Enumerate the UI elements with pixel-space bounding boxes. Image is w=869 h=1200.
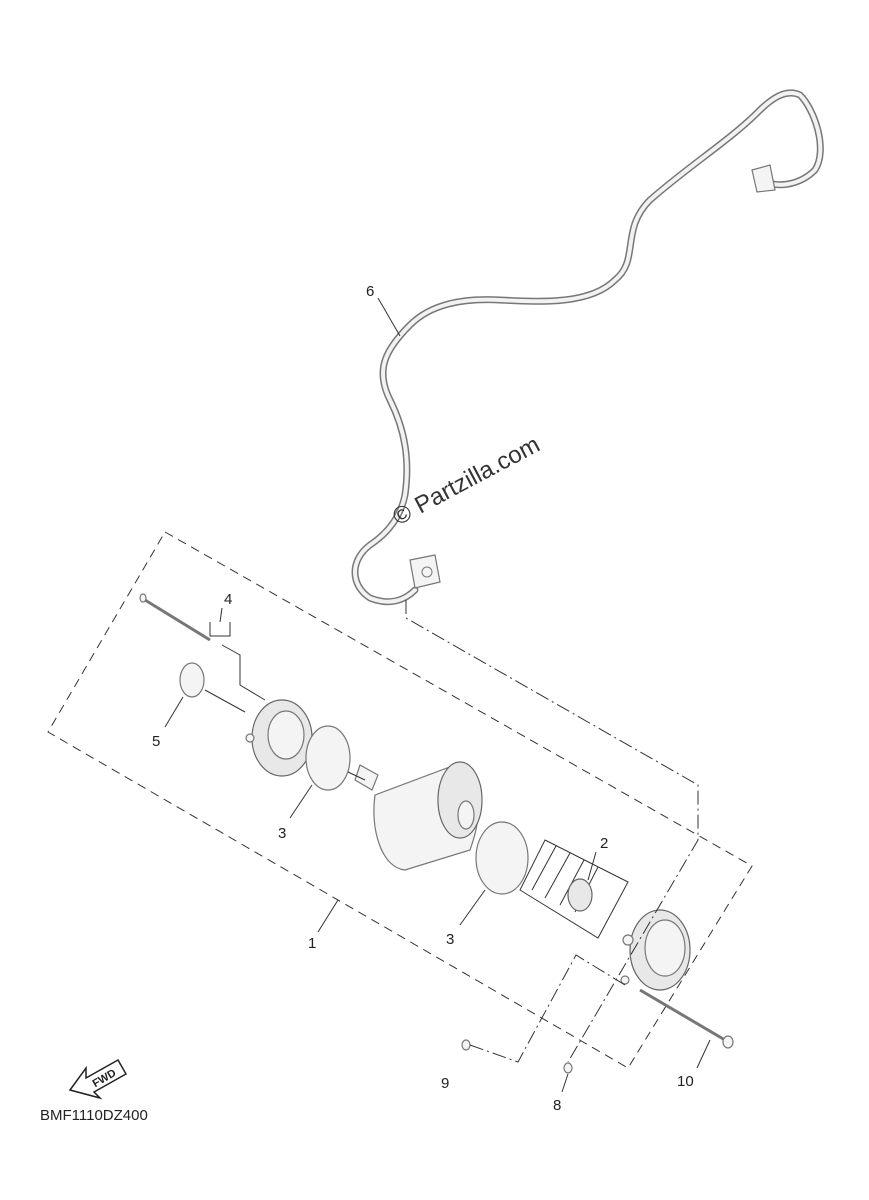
bolt-part-8[interactable] xyxy=(563,1062,573,1074)
callout-1: 1 xyxy=(308,935,316,952)
callout-3-upper: 3 xyxy=(278,825,286,842)
brush-holder-part-2[interactable] xyxy=(519,839,629,939)
o-ring-part-5[interactable] xyxy=(179,662,205,698)
diagram-code: BMF1110DZ400 xyxy=(40,1107,148,1124)
starter-cable[interactable] xyxy=(351,89,824,606)
front-cover[interactable] xyxy=(245,699,313,777)
callout-2: 2 xyxy=(600,835,608,852)
o-ring-part-3-lower[interactable] xyxy=(475,821,529,895)
bolt-part-10[interactable] xyxy=(639,988,734,1049)
fwd-arrow-icon: FWD xyxy=(68,1058,128,1100)
watermark-text: Partzilla.com xyxy=(410,431,544,519)
partzilla-watermark: © Partzilla.com xyxy=(388,431,544,531)
leader-lines xyxy=(164,297,711,1093)
callout-9: 9 xyxy=(441,1075,449,1092)
screw-part-4[interactable] xyxy=(139,593,211,642)
callout-6: 6 xyxy=(366,283,374,300)
starter-motor-assembly-outline xyxy=(47,531,753,1069)
callout-10: 10 xyxy=(677,1073,694,1090)
callout-8: 8 xyxy=(553,1097,561,1114)
callout-5: 5 xyxy=(152,733,160,750)
rear-cover[interactable] xyxy=(620,909,691,991)
callout-3-lower: 3 xyxy=(446,931,454,948)
o-ring-part-3-upper[interactable] xyxy=(305,725,351,791)
washer-part-9[interactable] xyxy=(461,1039,471,1051)
callout-4: 4 xyxy=(224,591,232,608)
armature-yoke[interactable] xyxy=(354,761,483,871)
